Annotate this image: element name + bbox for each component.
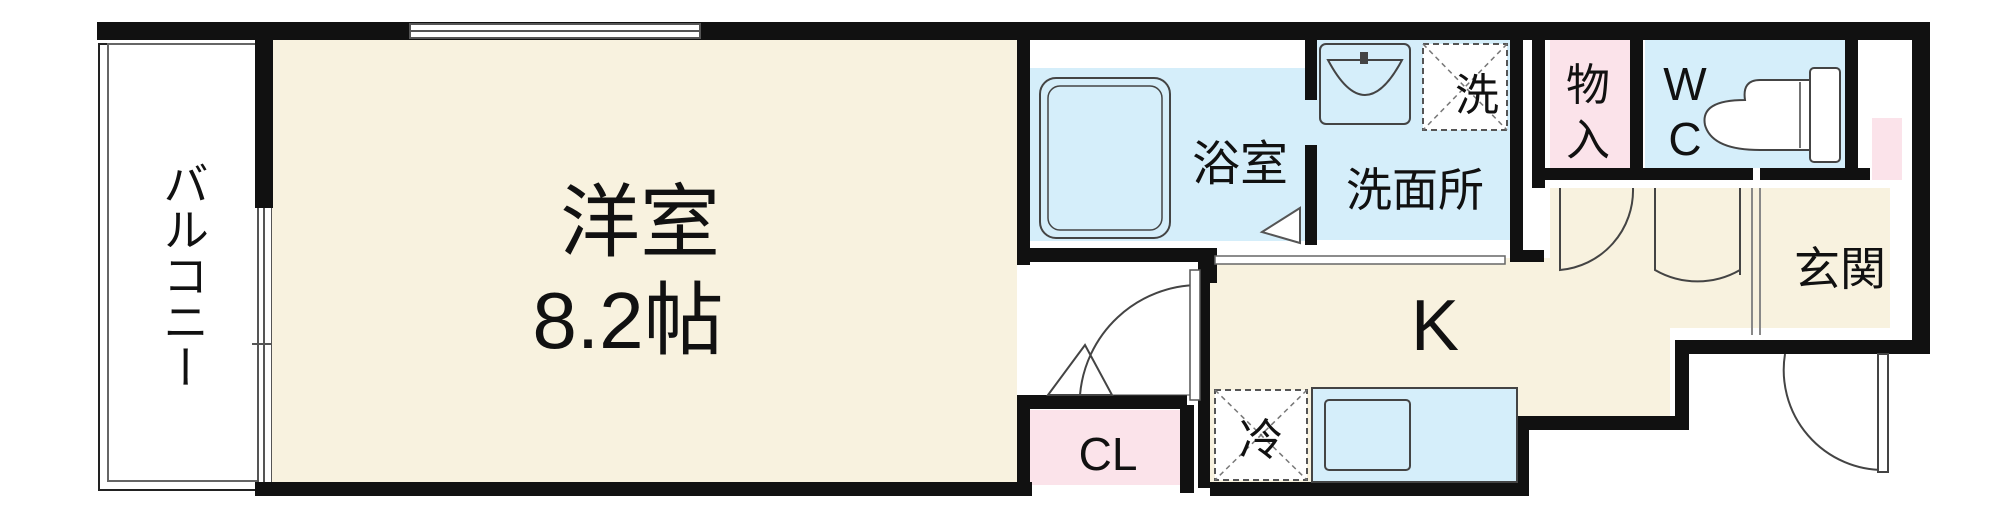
storage-label-1: 物 bbox=[1566, 61, 1610, 110]
western-room-name: 洋室 bbox=[560, 178, 720, 267]
bathtub bbox=[1039, 77, 1171, 239]
toilet-label-c: C bbox=[1668, 113, 1701, 165]
bathroom-door[interactable] bbox=[1259, 206, 1301, 245]
fridge-space: 冷 bbox=[1214, 389, 1308, 481]
washer-label: 洗 bbox=[1455, 71, 1499, 120]
toilet-door[interactable] bbox=[1654, 188, 1741, 283]
balcony-label: バルコニー bbox=[157, 160, 209, 390]
storage-floor bbox=[1550, 40, 1630, 168]
storage-label-2: 入 bbox=[1566, 116, 1610, 165]
toilet-label-w: W bbox=[1663, 58, 1707, 110]
balcony: バルコニー bbox=[98, 43, 273, 491]
washroom-door[interactable] bbox=[1214, 255, 1506, 265]
wash-basin bbox=[1319, 43, 1411, 125]
fridge-label: 冷 bbox=[1239, 416, 1283, 465]
entrance-door[interactable] bbox=[1782, 353, 1886, 472]
bathroom-floor bbox=[1030, 68, 1315, 241]
entrance-pink-panel bbox=[1872, 118, 1902, 180]
washroom-label: 洗面所 bbox=[1346, 164, 1484, 216]
western-room-floor bbox=[272, 40, 1017, 482]
kitchen-counter bbox=[1311, 387, 1518, 483]
entrance-floor bbox=[1760, 188, 1890, 328]
bathroom-label: 浴室 bbox=[1192, 138, 1288, 191]
kitchen-label: K bbox=[1411, 286, 1459, 366]
washer-space: 洗 bbox=[1422, 43, 1508, 131]
western-room-size: 8.2帖 bbox=[532, 276, 723, 365]
closet-floor bbox=[1030, 410, 1180, 485]
entrance-label: 玄関 bbox=[1794, 243, 1886, 295]
storage-door[interactable] bbox=[1559, 187, 1635, 272]
toilet-fixture bbox=[1703, 67, 1841, 163]
closet-door[interactable] bbox=[1046, 343, 1114, 396]
closet-label: CL bbox=[1079, 428, 1138, 480]
room-door[interactable] bbox=[1079, 284, 1199, 396]
